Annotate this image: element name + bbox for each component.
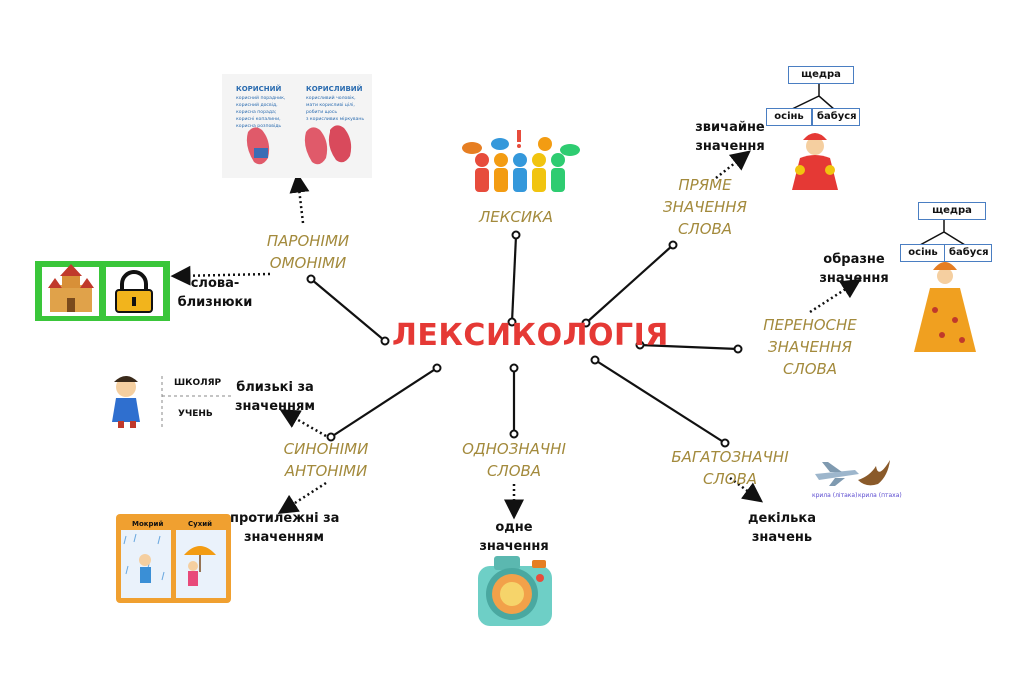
note-blyzki: близькі за значенням bbox=[235, 380, 315, 414]
paronym-card: КОРИСНИЙ КОРИСЛИВИЙ корисний порадник,ко… bbox=[222, 74, 372, 178]
tree-top-root: щедра bbox=[788, 66, 854, 84]
branch-bagatoznachni: БАГАТОЗНАЧНІ СЛОВА bbox=[671, 448, 789, 488]
paronym-text-line: корисний досвід, bbox=[236, 101, 278, 108]
note-obrazne: образне значення bbox=[819, 252, 889, 286]
paronym-text-line: робити щось bbox=[306, 109, 337, 115]
plane-icon bbox=[815, 462, 859, 486]
arrow-zvychaine bbox=[715, 150, 751, 179]
paronym-text-line: корисний порадник, bbox=[236, 94, 286, 101]
tree-mid-root: щедра bbox=[918, 202, 986, 220]
bird-label-left: крила (літака) bbox=[812, 492, 857, 499]
branch-odnoznachni: ОДНОЗНАЧНІ СЛОВА bbox=[462, 440, 566, 480]
note-zvychaine: звичайне значення bbox=[695, 120, 765, 154]
people-speech-icon bbox=[462, 130, 580, 192]
paronym-text-line: корисливий чоловік, bbox=[306, 94, 356, 101]
branch-paronimy: ПАРОНІМИ ОМОНІМИ bbox=[266, 232, 350, 272]
note-protylezhni: протилежні за значенням bbox=[230, 511, 340, 545]
paronym-text-line: корисна розповідь bbox=[236, 123, 281, 129]
line-leksyka bbox=[510, 235, 518, 323]
bird-label-right: крила (птаха) bbox=[858, 492, 902, 499]
tree-mid-left: осінь bbox=[900, 244, 946, 262]
line-bagatoznachni bbox=[594, 359, 726, 444]
branch-leksyka: ЛЕКСИКА bbox=[478, 208, 553, 226]
girl-icon bbox=[792, 133, 838, 190]
paronym-text-line: з корисливих міркувань bbox=[306, 116, 364, 122]
arrow-blyzki bbox=[279, 409, 327, 438]
school-word-1: ШКОЛЯР bbox=[174, 378, 222, 388]
tree-top-right: бабуся bbox=[812, 108, 860, 126]
lady-icon bbox=[914, 262, 976, 352]
lock-icon bbox=[115, 270, 153, 313]
paronym-text-line: корисна порада; bbox=[236, 110, 277, 115]
paronym-text-line: корисні копалини, bbox=[236, 116, 281, 122]
paronym-text-line: мати корисливі цілі, bbox=[306, 102, 355, 108]
note-slova-bliznyuky: слова- близнюки bbox=[177, 276, 253, 310]
line-paronimy bbox=[310, 278, 386, 342]
branch-priame: ПРЯМЕ ЗНАЧЕННЯ СЛОВА bbox=[663, 176, 747, 238]
arrow-dekilka bbox=[729, 476, 764, 503]
branch-perenosne: ПЕРЕНОСНЕ ЗНАЧЕННЯ СЛОВА bbox=[763, 316, 857, 378]
note-dekilka: декілька значень bbox=[748, 511, 816, 545]
castle-icon bbox=[48, 264, 94, 312]
arrow-slova-bliznyuky bbox=[170, 265, 271, 286]
center-title: ЛЕКСИКОЛОГІЯ bbox=[392, 318, 669, 353]
camera-icon bbox=[478, 556, 552, 626]
arrow-paronimy-card bbox=[289, 172, 310, 224]
arrow-obrazne bbox=[809, 278, 862, 314]
school-table bbox=[161, 376, 232, 428]
paronym-left-title: КОРИСНИЙ bbox=[236, 84, 282, 93]
line-perenosne bbox=[639, 343, 739, 351]
arrow-protylezhni bbox=[277, 481, 327, 515]
castle-lock-card bbox=[35, 261, 170, 321]
paronym-right-title: КОРИСЛИВИЙ bbox=[306, 84, 363, 93]
bird-icon bbox=[858, 460, 890, 486]
note-odne: одне значення bbox=[479, 520, 549, 554]
branch-synonimy: СИНОНІМИ АНТОНІМИ bbox=[283, 440, 369, 480]
line-synonimy bbox=[330, 367, 438, 438]
line-priame bbox=[585, 244, 674, 324]
weather-card bbox=[116, 514, 231, 603]
schoolboy-icon bbox=[112, 376, 140, 428]
tree-mid-right: бабуся bbox=[944, 244, 992, 262]
school-word-2: УЧЕНЬ bbox=[178, 409, 213, 419]
weather-right-label: Сухий bbox=[188, 520, 212, 528]
weather-left-label: Мокрий bbox=[132, 520, 163, 528]
tree-top-left: осінь bbox=[766, 108, 812, 126]
